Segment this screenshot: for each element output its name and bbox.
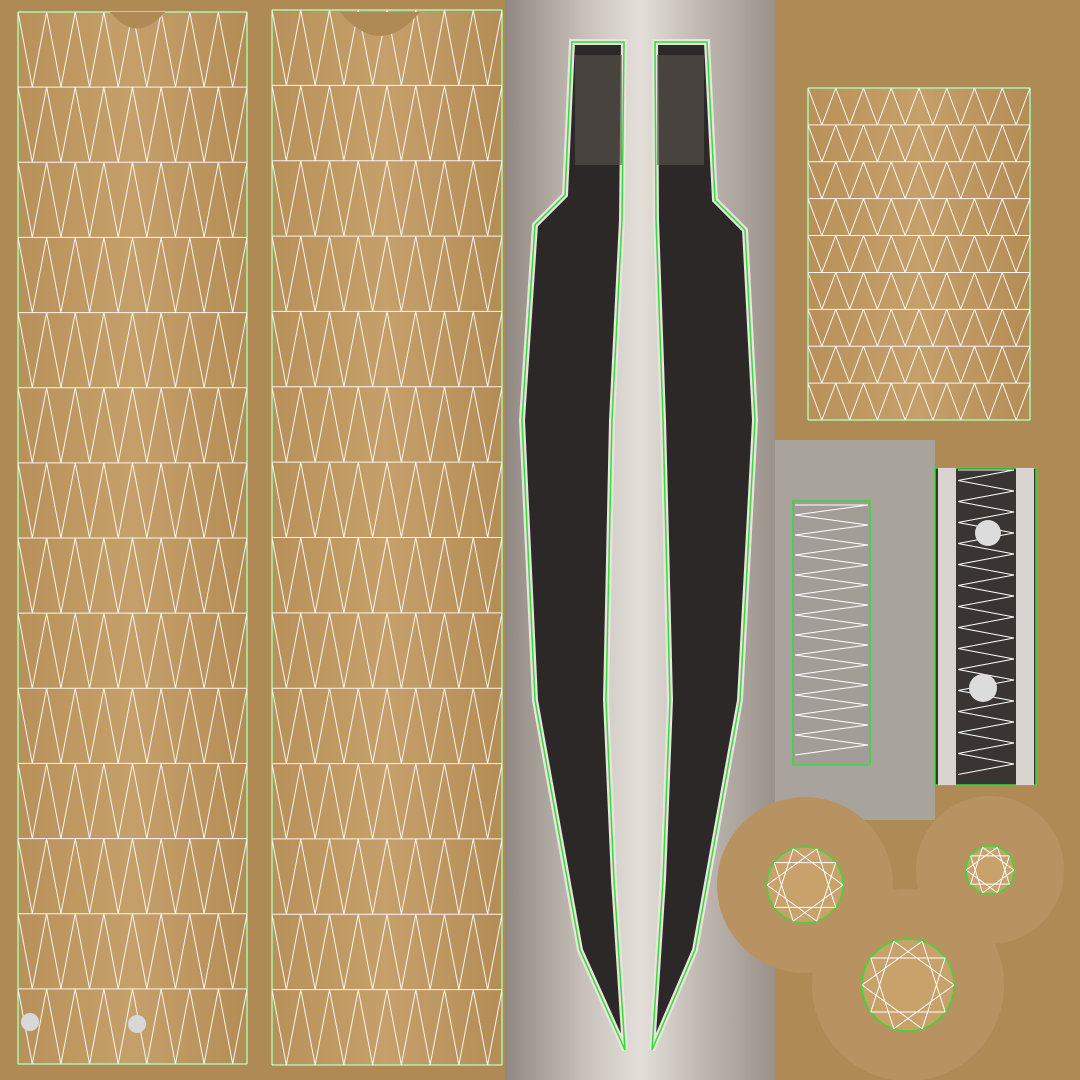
rivet-cap-wireframe [766, 848, 844, 922]
rivet-hole [969, 674, 997, 702]
rivet-dot [128, 1015, 146, 1033]
blade-left-border [521, 41, 626, 1051]
rivet-cap [766, 846, 844, 924]
handle-strip-left [17, 11, 248, 1065]
rivet-cap [861, 938, 955, 1032]
metal-strip-wireframe [794, 504, 869, 756]
wood-panel [807, 87, 1031, 421]
rivet-cap [965, 845, 1015, 895]
blade-right-tang [657, 55, 704, 165]
wood-panel-wireframe [807, 87, 1031, 421]
tang-strip-edge-left [938, 468, 956, 785]
rivet-cap-wireframe [861, 940, 955, 1030]
tang-strip-wireframe [957, 469, 1015, 775]
rivet-dot [21, 1013, 39, 1031]
handle-notch-right [340, 12, 420, 36]
metal-strip [792, 500, 871, 766]
rivet-cap-wireframe [965, 846, 1015, 894]
handle-notch-left [110, 12, 165, 29]
handle-strip-right-wireframe [271, 9, 503, 1066]
blade-right-border [651, 41, 756, 1051]
handle-strip-right [271, 9, 503, 1066]
blade-left-tang [575, 55, 622, 165]
tang-strip-edge-right [1016, 468, 1034, 785]
wood-panel-fill [807, 87, 1031, 421]
rivet-hole [975, 520, 1001, 546]
